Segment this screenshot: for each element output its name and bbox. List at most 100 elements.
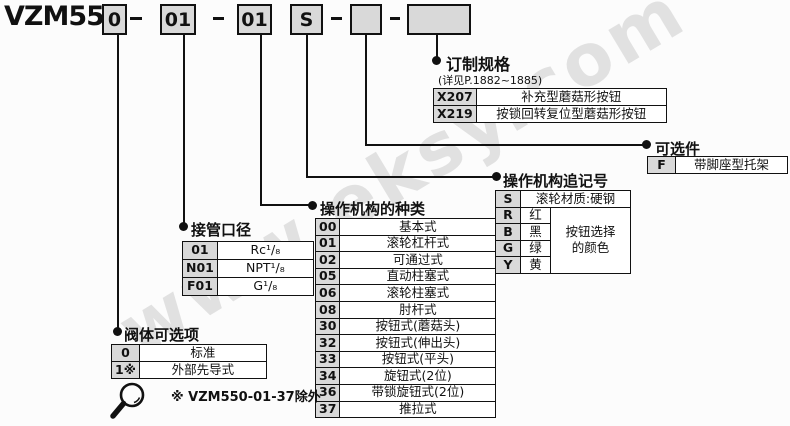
- connector-actuator-type: [260, 204, 313, 206]
- table-row: 06 滚轮柱塞式: [314, 284, 497, 302]
- type-code: 05: [314, 267, 341, 286]
- table-row: 34 旋钮式(2位): [314, 367, 497, 385]
- magnifier-icon: [110, 382, 145, 419]
- bullet-port-size: [179, 222, 188, 231]
- connector-actuator-type: [260, 35, 262, 206]
- table-row: 32 按钮式(伸出头): [314, 334, 497, 352]
- type-code: 08: [314, 300, 341, 319]
- type-desc: 带锁旋钮式(2位): [339, 383, 497, 402]
- table-row: X207 补充型蘑菇形按钮: [433, 88, 667, 106]
- type-code: 37: [314, 400, 341, 419]
- body-option-title: 阀体可选项: [124, 326, 200, 344]
- suffix-color-note-line: 的颜色: [571, 240, 610, 255]
- dash-separator: [130, 17, 142, 20]
- bullet-actuator-suffix: [492, 172, 501, 181]
- type-code: 33: [314, 350, 341, 369]
- connector-option: [365, 35, 367, 146]
- table-row: G 绿: [495, 239, 631, 257]
- table-row: 01 滚轮杠杆式: [314, 234, 497, 253]
- options-table: F 带脚座型托架: [647, 156, 788, 174]
- type-desc: 按钮式(蘑菇头): [339, 317, 497, 336]
- table-row: S 滚轮材质:硬钢: [495, 190, 631, 208]
- type-code: 00: [314, 218, 341, 236]
- table-row: 37 推拉式: [314, 400, 497, 419]
- option-desc: 带脚座型托架: [675, 156, 788, 174]
- suffix-color: 黄: [520, 256, 551, 274]
- body-option-note: ※ VZM550-01-37除外: [171, 390, 321, 405]
- type-code: 02: [314, 251, 341, 269]
- port-code: N01: [182, 259, 218, 278]
- connector-custom-spec: [436, 35, 438, 60]
- body-desc: 外部先导式: [138, 361, 267, 379]
- spec-desc: 补充型蘑菇形按钮: [475, 88, 667, 106]
- bullet-body-option: [113, 327, 122, 336]
- suffix-code: S: [495, 190, 521, 208]
- code-box-actuator-suffix: S: [290, 4, 323, 35]
- table-row: 00 基本式: [314, 218, 497, 236]
- suffix-color: 黑: [520, 223, 551, 241]
- type-desc: 直动柱塞式: [339, 267, 497, 286]
- code-box-option: [350, 4, 382, 35]
- suffix-code: R: [495, 206, 521, 224]
- type-code: 01: [314, 234, 341, 253]
- port-code: F01: [182, 277, 218, 296]
- connector-actuator-suffix: [306, 176, 496, 178]
- custom-spec-table: X207 补充型蘑菇形按钮 X219 按锁回转复位型蘑菇形按钮: [433, 88, 667, 123]
- table-row: B 黑: [495, 223, 631, 241]
- actuator-type-table: 00 基本式 01 滚轮杠杆式 02 可通过式 05 直动柱塞式 06 滚轮柱塞…: [314, 218, 497, 419]
- port-size-title: 接管口径: [191, 221, 252, 239]
- actuator-type-title: 操作机构的种类: [320, 200, 426, 218]
- suffix-code: Y: [495, 256, 521, 274]
- spec-code: X207: [433, 88, 477, 106]
- table-row: N01 NPT¹/₈: [182, 259, 314, 278]
- suffix-code: G: [495, 239, 521, 257]
- table-row: R 红 按钮选择 的颜色: [495, 206, 631, 274]
- table-row: F 带脚座型托架: [647, 156, 788, 174]
- type-code: 36: [314, 383, 341, 402]
- actuator-suffix-table: S 滚轮材质:硬钢 R 红 按钮选择 的颜色 B 黑 G 绿 Y 黄: [495, 190, 631, 274]
- table-row: F01 G¹/₈: [182, 277, 314, 296]
- connector-option: [365, 144, 646, 146]
- model-prefix: VZM55: [4, 1, 105, 32]
- type-code: 32: [314, 334, 341, 352]
- connector-body-option: [117, 35, 119, 332]
- type-code: 30: [314, 317, 341, 336]
- table-row: 1※ 外部先导式: [111, 361, 267, 379]
- type-desc: 滚轮杠杆式: [339, 234, 497, 253]
- actuator-suffix-title: 操作机构追记号: [503, 172, 609, 190]
- suffix-desc: 滚轮材质:硬钢: [520, 190, 631, 208]
- table-row: X219 按锁回转复位型蘑菇形按钮: [433, 105, 667, 123]
- type-desc: 滚轮柱塞式: [339, 284, 497, 302]
- body-code: 1※: [111, 361, 140, 379]
- body-desc: 标准: [138, 344, 267, 362]
- code-box-custom-spec: [407, 4, 471, 35]
- option-code: F: [647, 156, 676, 174]
- table-row: 30 按钮式(蘑菇头): [314, 317, 497, 336]
- connector-port-size: [183, 35, 185, 226]
- code-box-body-option: 0: [102, 4, 127, 35]
- custom-spec-title: 订制规格: [446, 55, 511, 74]
- spec-code: X219: [433, 105, 477, 123]
- body-option-table: 0 标准 1※ 外部先导式: [111, 344, 267, 379]
- table-row: 36 带锁旋钮式(2位): [314, 383, 497, 402]
- type-desc: 旋钮式(2位): [339, 367, 497, 385]
- suffix-code: B: [495, 223, 521, 241]
- body-code: 0: [111, 344, 140, 362]
- table-row: 05 直动柱塞式: [314, 267, 497, 286]
- table-row: 02 可通过式: [314, 251, 497, 269]
- connector-actuator-suffix: [306, 35, 308, 178]
- type-code: 34: [314, 367, 341, 385]
- suffix-color: 红: [520, 206, 551, 224]
- port-desc: NPT¹/₈: [216, 259, 314, 278]
- type-code: 06: [314, 284, 341, 302]
- port-size-table: 01 Rc¹/₈ N01 NPT¹/₈ F01 G¹/₈: [182, 241, 314, 296]
- table-row: 33 按钮式(平头): [314, 350, 497, 369]
- bullet-actuator-type: [308, 201, 317, 210]
- table-row: 08 肘杆式: [314, 300, 497, 319]
- suffix-color-note-line: 按钮选择: [565, 224, 616, 240]
- type-desc: 肘杆式: [339, 300, 497, 319]
- dash-separator: [390, 17, 400, 20]
- type-desc: 可通过式: [339, 251, 497, 269]
- table-row: Y 黄: [495, 256, 631, 274]
